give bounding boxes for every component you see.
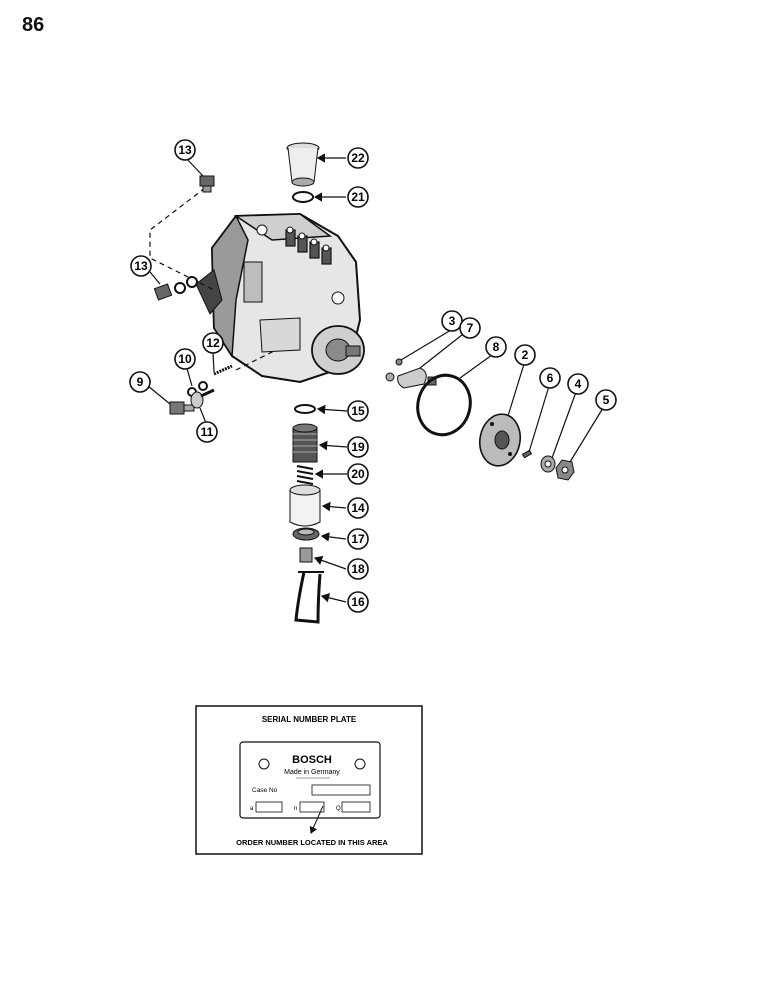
callout-17: 17 bbox=[347, 528, 369, 550]
bolt-13-top bbox=[199, 175, 215, 193]
filter-stack bbox=[289, 404, 324, 624]
svg-text:13: 13 bbox=[134, 259, 148, 273]
svg-text:6: 6 bbox=[547, 371, 554, 385]
bolt-13-left bbox=[153, 276, 198, 301]
callout-20: 20 bbox=[347, 463, 369, 485]
plate-case-field bbox=[311, 784, 371, 796]
svg-text:16: 16 bbox=[351, 595, 365, 609]
callout-13-top: 13 bbox=[174, 139, 196, 161]
plate-made-in: Made in Germany bbox=[284, 769, 340, 776]
callout-22: 22 bbox=[347, 147, 369, 169]
plate-case-label: Case No bbox=[252, 787, 278, 794]
callout-13-left: 13 bbox=[130, 255, 152, 277]
svg-text:11: 11 bbox=[201, 425, 214, 439]
callout-12: 12 bbox=[202, 332, 224, 354]
drive-parts bbox=[385, 358, 575, 481]
callout-11: 11 bbox=[196, 421, 218, 443]
callout-21: 21 bbox=[347, 186, 369, 208]
injection-pump-assembly bbox=[195, 212, 365, 384]
svg-text:13: 13 bbox=[178, 143, 192, 157]
svg-text:12: 12 bbox=[206, 336, 220, 350]
callout-6: 6 bbox=[539, 367, 561, 389]
svg-text:21: 21 bbox=[351, 190, 365, 204]
callout-19: 19 bbox=[347, 436, 369, 458]
svg-text:19: 19 bbox=[351, 440, 365, 454]
plate-title: SERIAL NUMBER PLATE bbox=[262, 715, 357, 724]
callout-14: 14 bbox=[347, 497, 369, 519]
page-number: 86 bbox=[22, 14, 45, 36]
callout-7: 7 bbox=[459, 317, 481, 339]
bosch-plate bbox=[239, 741, 381, 819]
banjo-fitting-parts bbox=[169, 364, 233, 415]
callout-8: 8 bbox=[485, 336, 507, 358]
svg-text:17: 17 bbox=[351, 532, 365, 546]
svg-text:3: 3 bbox=[449, 314, 456, 328]
plate-rivet-right-icon bbox=[354, 758, 366, 770]
svg-text:9: 9 bbox=[137, 375, 144, 389]
plate-field-q-label: Q bbox=[336, 806, 341, 812]
callout-10: 10 bbox=[174, 348, 196, 370]
callout-2: 2 bbox=[514, 344, 536, 366]
leader-lines bbox=[147, 153, 604, 603]
callout-15: 15 bbox=[347, 400, 369, 422]
plate-field-a bbox=[255, 801, 283, 813]
plate-field-n bbox=[299, 801, 325, 813]
callout-3: 3 bbox=[441, 310, 463, 332]
callout-16: 16 bbox=[347, 591, 369, 613]
plate-rivet-left-icon bbox=[258, 758, 270, 770]
callout-18: 18 bbox=[347, 558, 369, 580]
svg-text:2: 2 bbox=[522, 348, 529, 362]
svg-text:18: 18 bbox=[351, 562, 365, 576]
svg-text:15: 15 bbox=[351, 404, 365, 418]
callout-5: 5 bbox=[595, 389, 617, 411]
order-number-pointer bbox=[309, 805, 324, 834]
callout-9: 9 bbox=[129, 371, 151, 393]
washer-21 bbox=[292, 191, 314, 203]
plate-field-q bbox=[341, 801, 371, 813]
plate-brand: BOSCH bbox=[292, 754, 332, 766]
serial-number-plate-box: SERIAL NUMBER PLATE BOSCH Made in German… bbox=[195, 705, 423, 855]
svg-text:10: 10 bbox=[178, 352, 192, 366]
svg-text:22: 22 bbox=[351, 151, 365, 165]
plate-order-note: ORDER NUMBER LOCATED IN THIS AREA bbox=[236, 838, 388, 847]
svg-text:8: 8 bbox=[493, 340, 500, 354]
svg-text:4: 4 bbox=[575, 377, 582, 391]
callout-4: 4 bbox=[567, 373, 589, 395]
svg-text:20: 20 bbox=[351, 467, 365, 481]
svg-text:5: 5 bbox=[603, 393, 610, 407]
plate-field-n-label: n bbox=[294, 806, 297, 812]
svg-text:14: 14 bbox=[351, 501, 365, 515]
plate-field-a-label: a bbox=[250, 806, 254, 812]
svg-text:7: 7 bbox=[467, 321, 474, 335]
cap-22 bbox=[286, 142, 320, 187]
